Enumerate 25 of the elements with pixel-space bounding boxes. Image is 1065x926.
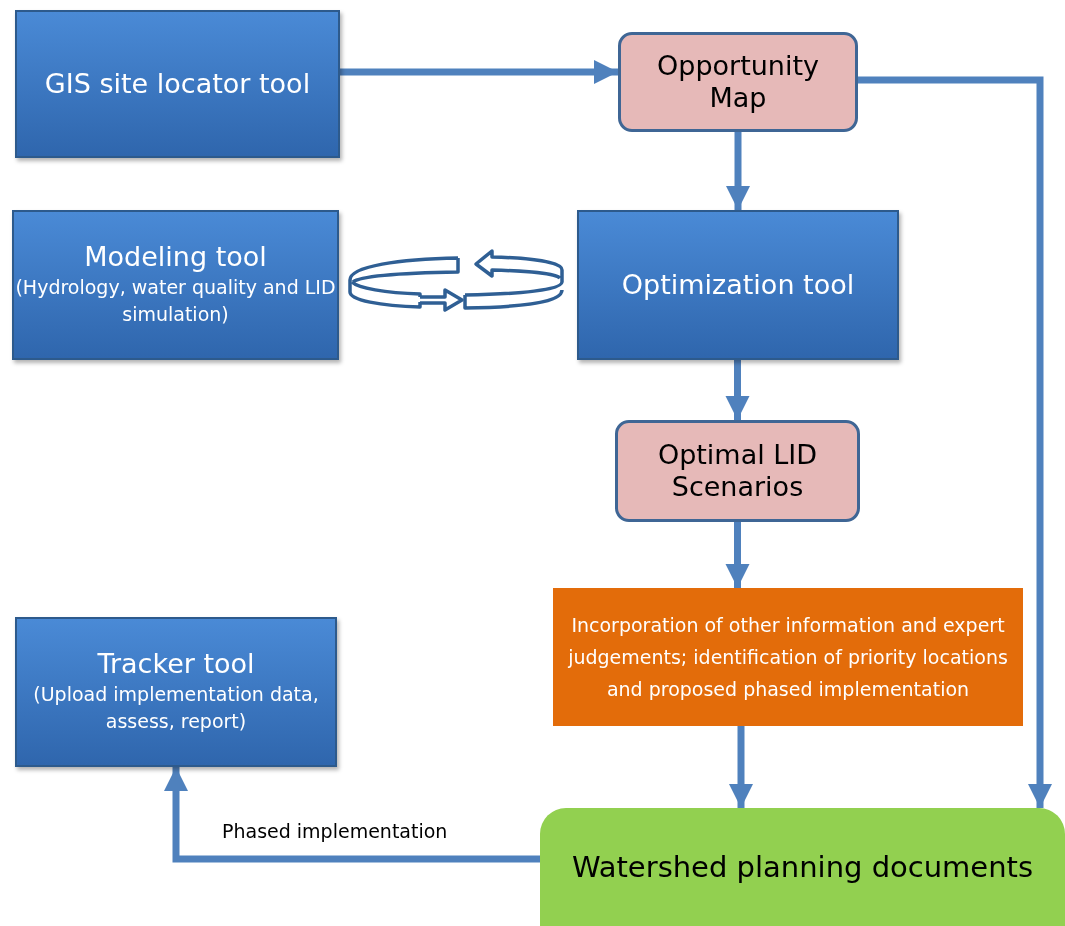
- process-box: [15, 617, 337, 767]
- node-title: Modeling tool: [84, 241, 267, 274]
- arrow: [164, 767, 540, 863]
- node-subtitle: (Upload implementation data, assess, report): [32, 681, 320, 735]
- process-box: [577, 210, 899, 360]
- process-box: [15, 10, 340, 158]
- node-subtitle: (Hydrology, water quality and LID simulation): [14, 274, 337, 328]
- document-box: [540, 808, 1065, 926]
- arrow: [726, 132, 750, 210]
- output-box: [615, 420, 860, 522]
- arrow: [729, 726, 753, 808]
- node-title: Tracker tool: [97, 648, 255, 681]
- arrow: [340, 60, 618, 84]
- process-box: [12, 210, 339, 360]
- node-title: GIS site locator tool: [44, 67, 311, 101]
- node-title: Opportunity Map: [656, 49, 820, 115]
- output-box: [618, 32, 858, 132]
- node-title: Incorporation of other information and expert judgements; identification of priority locations and proposed phased implementation: [567, 612, 1009, 703]
- process-box: [553, 588, 1023, 726]
- arrow: [725, 360, 750, 420]
- node-title: Watershed planning documents: [571, 849, 1034, 885]
- arrow: [725, 522, 750, 588]
- node-title: Optimal LID Scenarios: [656, 438, 819, 504]
- arrow: [858, 76, 1052, 808]
- node-title: Optimization tool: [621, 268, 855, 302]
